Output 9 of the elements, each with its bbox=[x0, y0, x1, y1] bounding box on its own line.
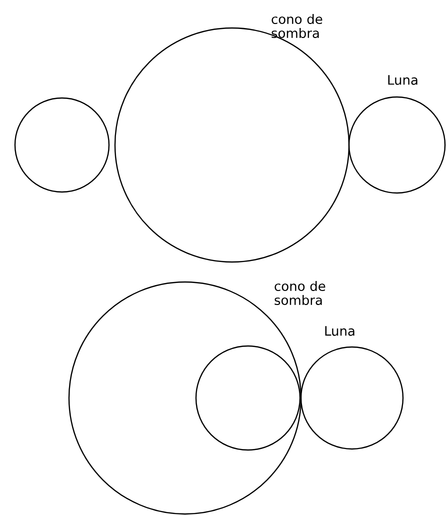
circle-label: Luna bbox=[388, 75, 418, 85]
circle bbox=[195, 345, 301, 451]
circle-label: Luna bbox=[325, 326, 354, 336]
circle-label: cono de sombra bbox=[272, 14, 322, 38]
circle bbox=[14, 97, 110, 193]
circle bbox=[348, 96, 446, 194]
circle bbox=[114, 27, 350, 263]
circle bbox=[300, 346, 404, 450]
circle-label: cono de sombra bbox=[274, 280, 326, 306]
